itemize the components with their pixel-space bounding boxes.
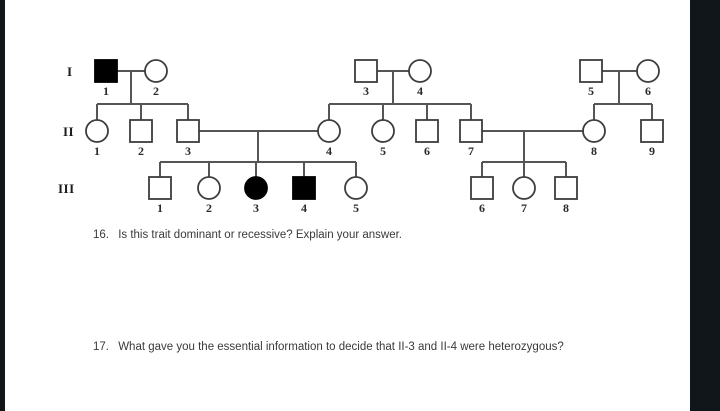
id-label-III-2: 2: [206, 201, 212, 215]
generation-label-I: I: [67, 64, 73, 79]
question-17-text: What gave you the essential information …: [118, 341, 564, 353]
id-label-II-8: 8: [591, 144, 597, 158]
individual-I-5-male[interactable]: [579, 59, 603, 83]
question-17-number: 17.: [93, 341, 109, 353]
individual-I-1-affected-male[interactable]: [94, 59, 118, 83]
individual-III-3-affected-female[interactable]: [244, 176, 268, 200]
id-label-III-1: 1: [157, 201, 163, 215]
individual-II-7-male[interactable]: [459, 119, 483, 143]
pedigree-chart: I II III 1 2 3 4 5 6 1 2 3 4 5 6 7 8 9 1…: [5, 0, 690, 230]
individual-III-4-affected-male[interactable]: [292, 176, 316, 200]
individual-I-4-female[interactable]: [408, 59, 432, 83]
question-16-text: Is this trait dominant or recessive? Exp…: [118, 229, 402, 241]
left-page-edge: [0, 0, 5, 411]
pedigree-svg: [85, 59, 664, 200]
generation-label-III: III: [58, 181, 75, 196]
individual-II-2-male[interactable]: [129, 119, 153, 143]
id-label-III-5: 5: [353, 201, 359, 215]
individual-I-3-male[interactable]: [354, 59, 378, 83]
individual-III-2-female[interactable]: [197, 176, 221, 200]
id-label-II-6: 6: [424, 144, 430, 158]
worksheet-page: I II III 1 2 3 4 5 6 1 2 3 4 5 6 7 8 9 1…: [5, 0, 690, 411]
generation-label-II: II: [63, 124, 75, 139]
individual-II-6-male[interactable]: [415, 119, 439, 143]
id-label-III-7: 7: [521, 201, 527, 215]
individual-III-5-female[interactable]: [344, 176, 368, 200]
id-label-III-8: 8: [563, 201, 569, 215]
question-16-number: 16.: [93, 229, 109, 241]
id-label-III-6: 6: [479, 201, 485, 215]
id-label-II-5: 5: [380, 144, 386, 158]
individual-II-1-female[interactable]: [85, 119, 109, 143]
question-17: 17. What gave you the essential informat…: [93, 341, 564, 353]
individual-III-8-male[interactable]: [554, 176, 578, 200]
right-page-edge: [690, 0, 720, 411]
id-label-II-4: 4: [326, 144, 332, 158]
id-label-III-4: 4: [301, 201, 307, 215]
id-label-I-2: 2: [153, 84, 159, 98]
id-label-I-6: 6: [645, 84, 651, 98]
id-label-I-1: 1: [103, 84, 109, 98]
id-label-II-7: 7: [468, 144, 474, 158]
individual-III-1-male[interactable]: [148, 176, 172, 200]
individual-III-6-male[interactable]: [470, 176, 494, 200]
id-label-I-5: 5: [588, 84, 594, 98]
individual-I-2-female[interactable]: [144, 59, 168, 83]
id-label-II-9: 9: [649, 144, 655, 158]
individual-II-9-male[interactable]: [640, 119, 664, 143]
id-label-I-4: 4: [417, 84, 423, 98]
individual-I-6-female[interactable]: [636, 59, 660, 83]
questions-section: 16. Is this trait dominant or recessive?…: [5, 0, 690, 411]
individual-II-4-female[interactable]: [317, 119, 341, 143]
id-label-II-3: 3: [185, 144, 191, 158]
question-16: 16. Is this trait dominant or recessive?…: [93, 229, 402, 241]
id-label-II-1: 1: [94, 144, 100, 158]
individual-II-3-male[interactable]: [176, 119, 200, 143]
individual-II-8-female[interactable]: [582, 119, 606, 143]
id-label-I-3: 3: [363, 84, 369, 98]
id-label-III-3: 3: [253, 201, 259, 215]
individual-III-7-female[interactable]: [512, 176, 536, 200]
individual-II-5-female[interactable]: [371, 119, 395, 143]
id-label-II-2: 2: [138, 144, 144, 158]
